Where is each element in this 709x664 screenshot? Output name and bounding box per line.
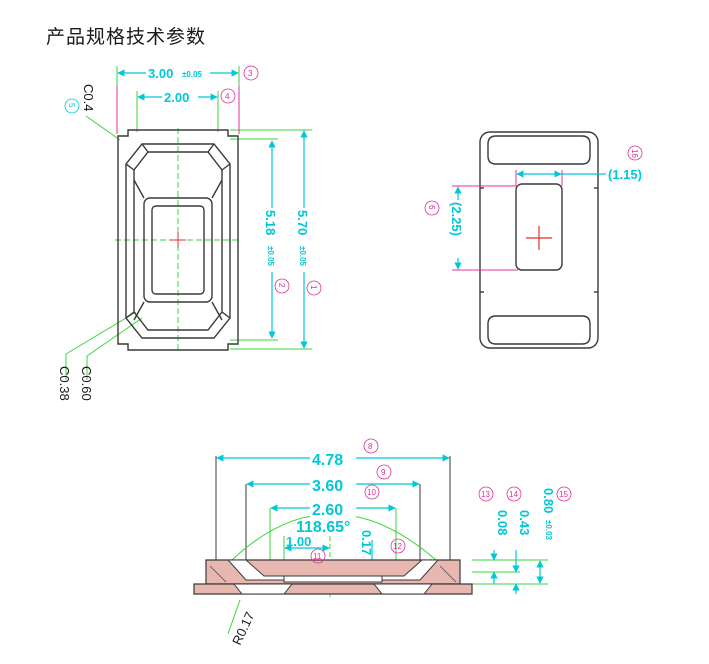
- callout-10: 10: [367, 488, 376, 497]
- dim-043: 0.43: [517, 510, 532, 535]
- dim-080: 0.80: [541, 488, 556, 513]
- pad-height-dim: (2.25): [449, 202, 464, 236]
- callout-6: 6: [427, 205, 436, 210]
- pad-width-dim: (1.15): [608, 167, 642, 182]
- callout-3: 3: [248, 69, 253, 78]
- page-title: 产品规格技术参数: [46, 26, 207, 48]
- inner-width-dim: 2.00: [164, 90, 189, 105]
- chamfer-b-label: C0.38: [57, 366, 72, 401]
- dim-100: 1.00: [286, 534, 311, 549]
- callout-5: 5: [67, 103, 76, 108]
- bottom-view: (2.25) 6 (1.15) 16: [424, 131, 643, 349]
- dim-017: 0.17: [359, 530, 374, 555]
- height-dim: 5.70: [295, 210, 310, 235]
- callout-4: 4: [225, 92, 230, 101]
- top-view: 3.00 ±0.05 3 2.00 4 C0.4 5 5.18 ±0.05 2 …: [57, 64, 322, 401]
- callout-2: 2: [277, 283, 286, 288]
- dim-260: 2.60: [312, 502, 343, 519]
- inner-height-dim: 5.18: [263, 210, 278, 235]
- height-tol: ±0.05: [298, 246, 307, 267]
- callout-15: 15: [559, 490, 568, 499]
- chamfer-a-label: C0.60: [79, 366, 94, 401]
- dim-360: 3.60: [312, 478, 343, 495]
- chamfer-top-label: C0.4: [81, 84, 96, 111]
- width-tol: ±0.05: [182, 70, 203, 79]
- radius-label: R0.17: [229, 609, 257, 647]
- tol-080: ±0.03: [544, 520, 553, 541]
- callout-9: 9: [381, 468, 386, 477]
- dim-478: 4.78: [312, 452, 343, 469]
- callout-13: 13: [481, 490, 490, 499]
- callout-16: 16: [630, 149, 639, 158]
- callout-1: 1: [309, 285, 318, 290]
- angle-dim: 118.65°: [296, 519, 350, 536]
- callout-11: 11: [313, 552, 322, 561]
- inner-height-tol: ±0.05: [266, 246, 275, 267]
- dim-008: 0.08: [495, 510, 510, 535]
- callout-12: 12: [393, 542, 402, 551]
- side-view: 4.78 8 3.60 9 2.60 10 118.65° 1.00 11 0.…: [193, 438, 572, 647]
- width-dim: 3.00: [148, 66, 173, 81]
- callout-14: 14: [509, 490, 518, 499]
- package-section: [193, 559, 473, 595]
- callout-8: 8: [368, 442, 373, 451]
